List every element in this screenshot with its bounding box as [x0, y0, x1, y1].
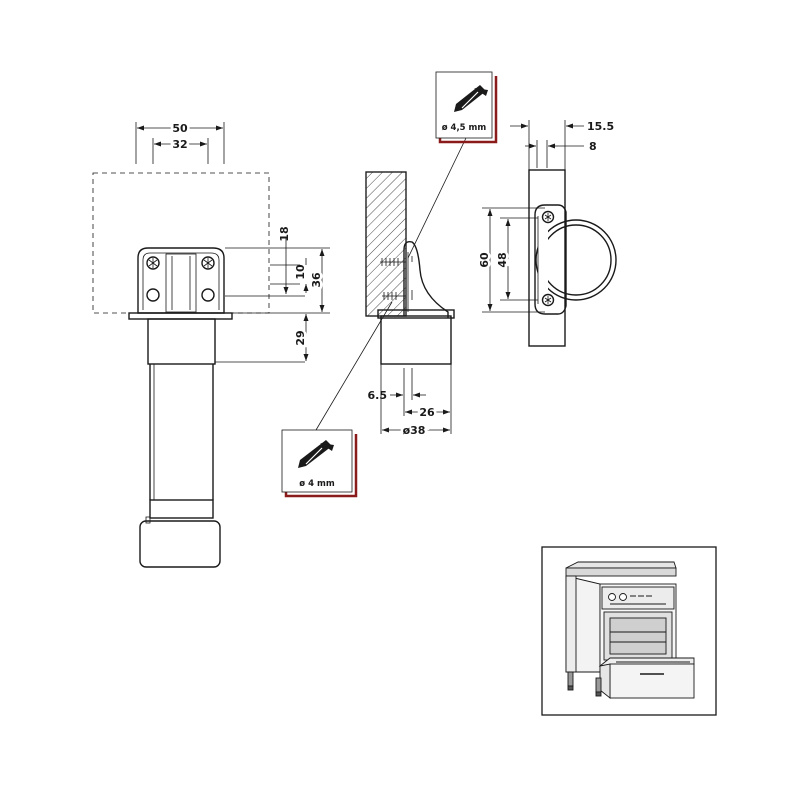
mounting-bracket: [137, 247, 225, 314]
dim-15-5: 15.5: [587, 120, 614, 133]
front-view: 50 32 18 10 36 29: [92, 120, 330, 568]
dim-60: 60: [478, 252, 491, 268]
dim-29: 29: [294, 330, 307, 345]
screw-head-icon: [541, 293, 555, 307]
side-view: 6.5 26 ø38: [315, 137, 467, 440]
dim-26: 26: [419, 406, 435, 419]
cabinet-oven-drawer-icon: [565, 561, 695, 699]
screw-hole-icon: [146, 288, 160, 302]
screw-callout-4-5mm: ø 4,5 mm: [435, 71, 498, 144]
screw-head-icon: [201, 256, 215, 270]
screw-icon: [298, 440, 334, 468]
screw-size-label: ø 4,5 mm: [442, 123, 487, 133]
screw-head-icon: [146, 256, 160, 270]
leg-tube-lower: [149, 499, 214, 519]
screw-callout-4mm: ø 4 mm: [281, 429, 358, 498]
wall-screw-icon: [380, 258, 406, 266]
dim-50: 50: [172, 122, 188, 135]
cabinet-outline: [92, 172, 270, 314]
dim-18: 18: [278, 226, 291, 241]
dim-48: 48: [496, 252, 509, 267]
dim-8: 8: [589, 140, 597, 153]
screw-hole-icon: [201, 288, 215, 302]
dim-10: 10: [294, 264, 307, 280]
wall-screw-icon: [382, 292, 406, 300]
dim-o38: ø38: [403, 424, 426, 437]
top-view: 15.5 8 60 48: [476, 120, 617, 347]
leader-line: [315, 301, 393, 431]
leader-line: [407, 137, 467, 259]
leg-mount-plate: [528, 169, 566, 347]
dim-36: 36: [310, 272, 323, 288]
cabinet-inset: [541, 546, 717, 716]
leg-socket: [147, 318, 216, 365]
dim-6-5: 6.5: [368, 389, 388, 402]
bracket-profile: [403, 240, 449, 318]
screw-icon: [454, 85, 488, 112]
cabinet-wall-section: [365, 171, 407, 317]
leg-foot: [139, 520, 221, 568]
leg-socket-top: [535, 219, 617, 301]
leg-socket-side: [380, 315, 452, 365]
mount-flange: [128, 312, 233, 320]
dim-32: 32: [172, 138, 187, 151]
bracket-center-plate: [165, 253, 197, 313]
screw-head-icon: [541, 210, 555, 224]
bracket-top-profile: [534, 204, 567, 315]
screw-size-label: ø 4 mm: [299, 479, 335, 489]
